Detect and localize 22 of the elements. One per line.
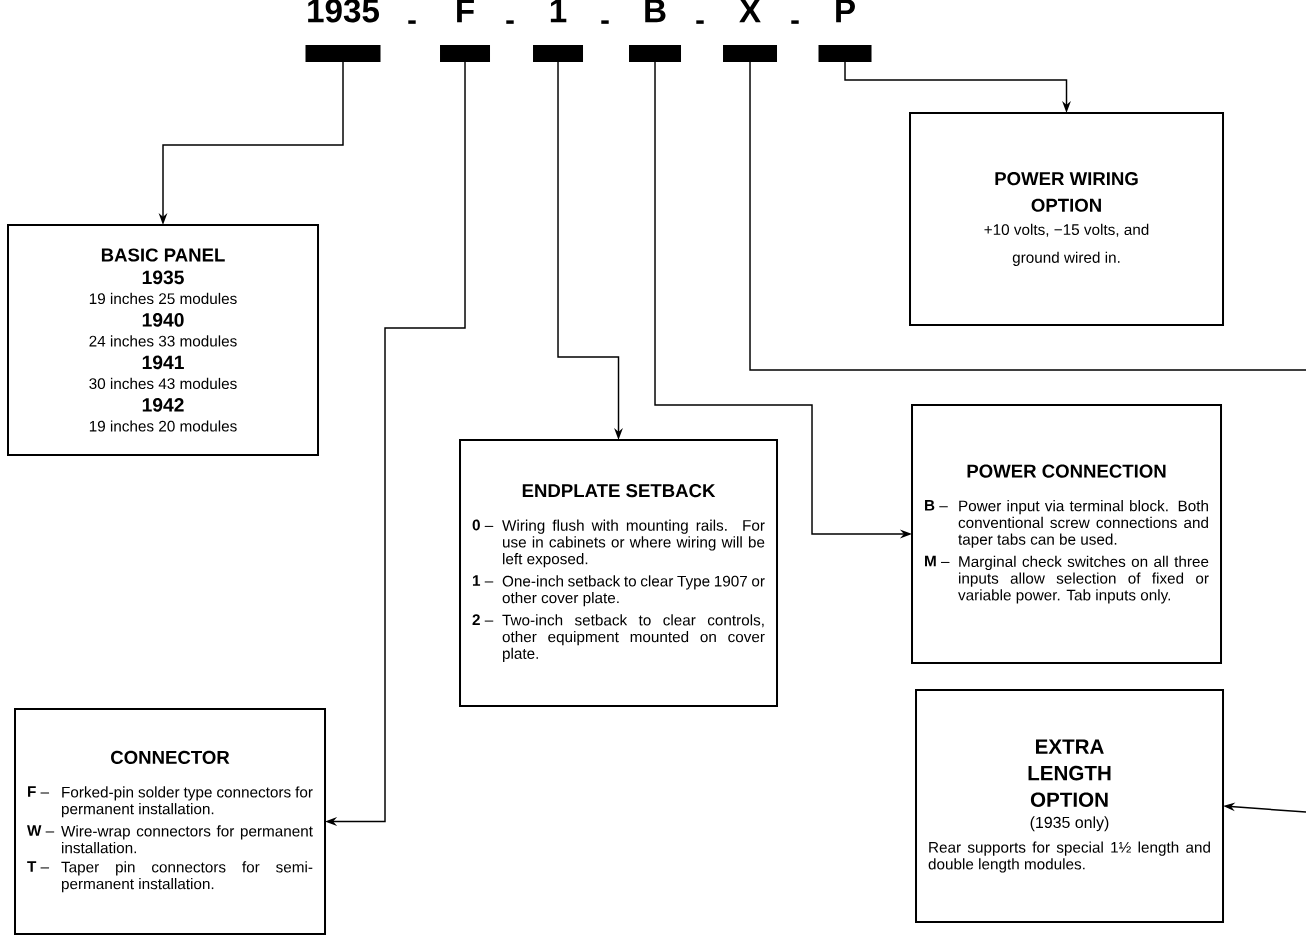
node-label: 1	[550, 0, 567, 23]
node-label: P	[836, 0, 855, 23]
separator-dash: -	[791, 20, 799, 24]
separator-dash: -	[696, 20, 704, 24]
node-label: B	[645, 0, 666, 23]
description-box: CONNECTOR F – Forked-pin solder type connectors for permanent installation. W – Wire-wrap connectors for permanent installation. T – Taper pin connectors for semi-permanent installation.	[14, 708, 326, 935]
node-label: X	[739, 0, 761, 23]
description-box: BASIC PANEL 1935 19 inches 25 modules 1940 24 inches 33 modules 1941 30 inches 43 modules 1942 19 inches 20 modules	[7, 224, 319, 456]
connector-line	[749, 61, 1306, 371]
description-box: ENDPLATE SETBACK 0 – Wiring flush with mounting rails. For use in cabinets or where wiring will be left exposed. 1 – One-inch setback to clear Type 1907 or other cover plate. 2 – Two-inch setback to clear controls, other equipment mounted on cover plate.	[459, 439, 778, 707]
description-box: POWER WIRING OPTION +10 volts, −15 volts, and ground wired in.	[909, 112, 1224, 326]
separator-dash: -	[506, 20, 514, 24]
code-segment: X	[723, 0, 777, 62]
code-segment: 1	[533, 0, 583, 62]
description-box: POWER CONNECTION B – Power input via terminal block. Both conventional screw connections and taper tabs can be used. M – Marginal check switches on all three inputs allow selection of fixed or variable power. Tab inputs only.	[911, 404, 1222, 664]
separator-dash: -	[408, 20, 416, 24]
code-segment: P	[818, 0, 872, 62]
code-segment: F	[440, 0, 490, 62]
separator-dash: -	[601, 20, 609, 24]
code-segment: B	[629, 0, 681, 62]
node-label: F	[457, 0, 474, 23]
description-box: EXTRA LENGTH OPTION (1935 only) Rear supports for special 1½ length and double length modules.	[915, 689, 1224, 923]
